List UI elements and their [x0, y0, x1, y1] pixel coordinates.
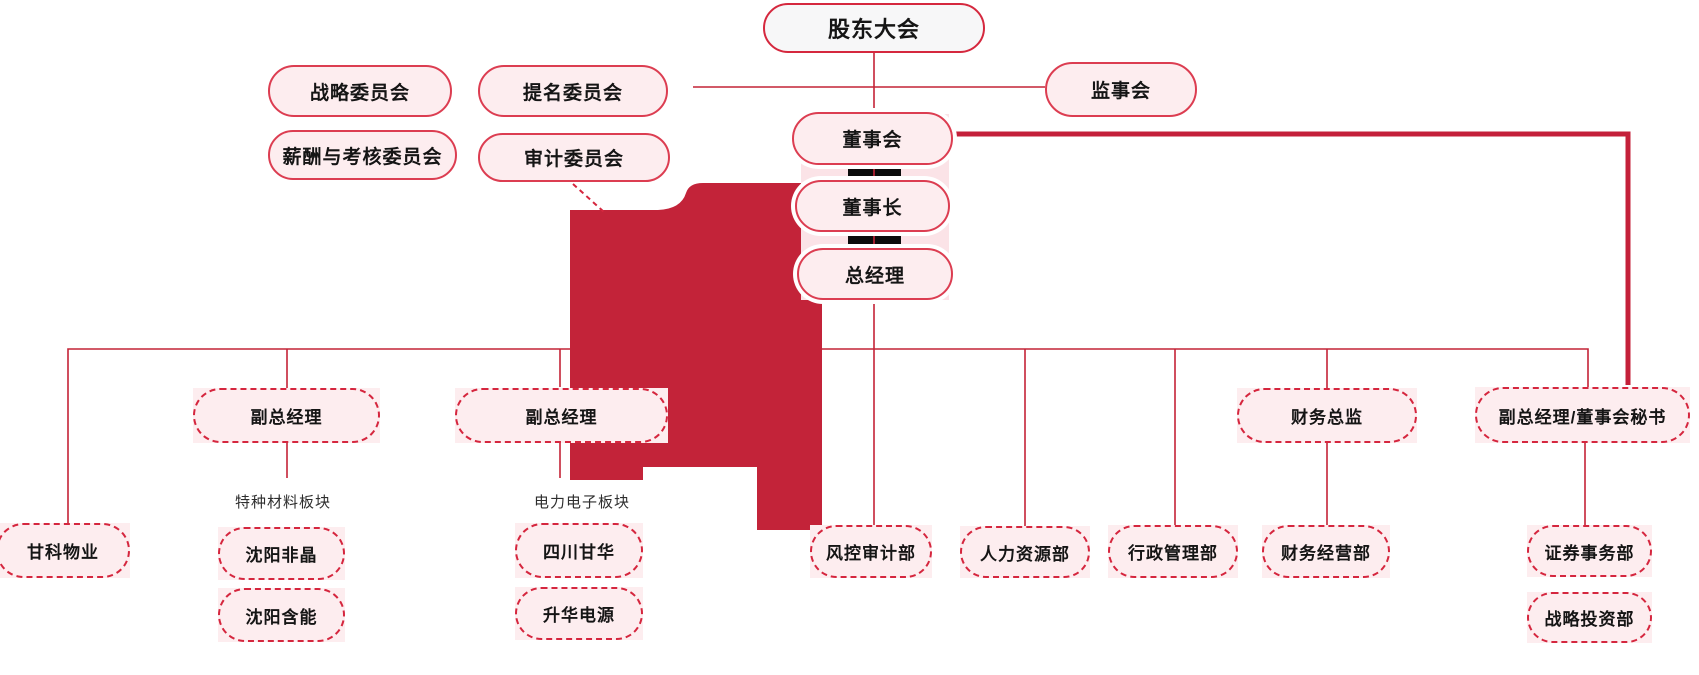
dashed-border [1262, 525, 1390, 578]
node-audit-committee: 审计委员会 [478, 133, 670, 182]
node-label: 董事会 [842, 130, 903, 151]
node-label: 战略委员会 [309, 82, 410, 104]
dashed-audit-link [572, 183, 605, 213]
node-strategic-investment-dept: 战略投资部 [1527, 592, 1652, 643]
dashed-border [1108, 525, 1238, 578]
node-label: 薪酬与考核委员会 [282, 146, 443, 168]
node-risk-audit-dept: 风控审计部 [810, 525, 932, 578]
node-label: 风控审计部 [826, 544, 916, 563]
dashed-border [193, 388, 380, 443]
node-general-manager: 总经理 [797, 248, 953, 300]
dashed-border [810, 525, 932, 578]
node-label: 沈阳非晶 [245, 546, 318, 565]
node-cfo: 财务总监 [1237, 388, 1417, 443]
node-label: 副总经理/董事会秘书 [1498, 407, 1667, 427]
node-shenyang-hanneng: 沈阳含能 [218, 588, 345, 642]
node-label: 沈阳含能 [245, 607, 318, 627]
line-main-horizontal [67, 348, 1589, 523]
dashed-border [218, 527, 345, 580]
node-vp-mid: 副总经理 [455, 388, 668, 443]
node-ganke-property: 甘科物业 [0, 523, 130, 578]
node-label: 财务总监 [1291, 408, 1363, 427]
dashed-border [515, 523, 643, 578]
node-shenyang-feijing: 沈阳非晶 [218, 527, 345, 580]
dashed-border [0, 523, 130, 578]
node-supervisory-board: 监事会 [1045, 62, 1197, 117]
node-remuneration-committee: 薪酬与考核委员会 [268, 130, 457, 180]
node-label: 甘科物业 [27, 543, 99, 562]
node-hr-dept: 人力资源部 [960, 526, 1090, 578]
dashed-border [1237, 388, 1417, 443]
node-label: 总经理 [844, 265, 905, 287]
node-label: 财务经营部 [1281, 544, 1371, 563]
node-shenghua-power: 升华电源 [515, 587, 643, 640]
node-label: 证券事务部 [1544, 543, 1635, 563]
dashed-border [1527, 592, 1652, 643]
node-vp-board-secretary: 副总经理/董事会秘书 [1475, 387, 1690, 443]
node-securities-dept: 证券事务部 [1527, 525, 1652, 577]
label-special-materials-sector: 特种材料板块 [234, 494, 332, 511]
dashed-border [515, 587, 643, 640]
node-label: 董事长 [842, 197, 903, 219]
dashed-border [1527, 525, 1652, 577]
label-power-electronics-sector: 电力电子板块 [533, 494, 631, 511]
node-nomination-committee: 提名委员会 [478, 65, 668, 117]
node-sichuan-ganhua: 四川甘华 [515, 523, 643, 578]
node-label: 提名委员会 [522, 82, 623, 104]
dashed-border [218, 588, 345, 642]
node-vp-left: 副总经理 [193, 388, 380, 443]
node-strategy-committee: 战略委员会 [268, 65, 452, 117]
node-label: 监事会 [1090, 81, 1151, 102]
node-label: 人力资源部 [980, 544, 1070, 564]
decoration-red-blob [570, 183, 822, 530]
node-shareholders-meeting: 股东大会 [763, 3, 985, 53]
node-finance-ops-dept: 财务经营部 [1262, 525, 1390, 578]
node-label: 战略投资部 [1544, 610, 1635, 629]
dashed-border [455, 388, 668, 443]
dashed-border [960, 526, 1090, 578]
node-label: 审计委员会 [523, 149, 624, 170]
node-label: 副总经理 [250, 408, 323, 427]
node-label: 四川甘华 [543, 543, 615, 562]
node-chairman: 董事长 [795, 180, 950, 232]
dashed-border [1475, 387, 1690, 443]
thick-board-secretary-line [953, 131, 1631, 385]
node-admin-dept: 行政管理部 [1108, 525, 1238, 578]
node-board-of-directors: 董事会 [792, 112, 953, 165]
thin-connectors [67, 53, 1589, 526]
node-label: 副总经理 [525, 408, 598, 427]
node-label: 股东大会 [827, 17, 920, 42]
node-label: 升华电源 [543, 606, 615, 625]
node-label: 行政管理部 [1128, 544, 1218, 563]
